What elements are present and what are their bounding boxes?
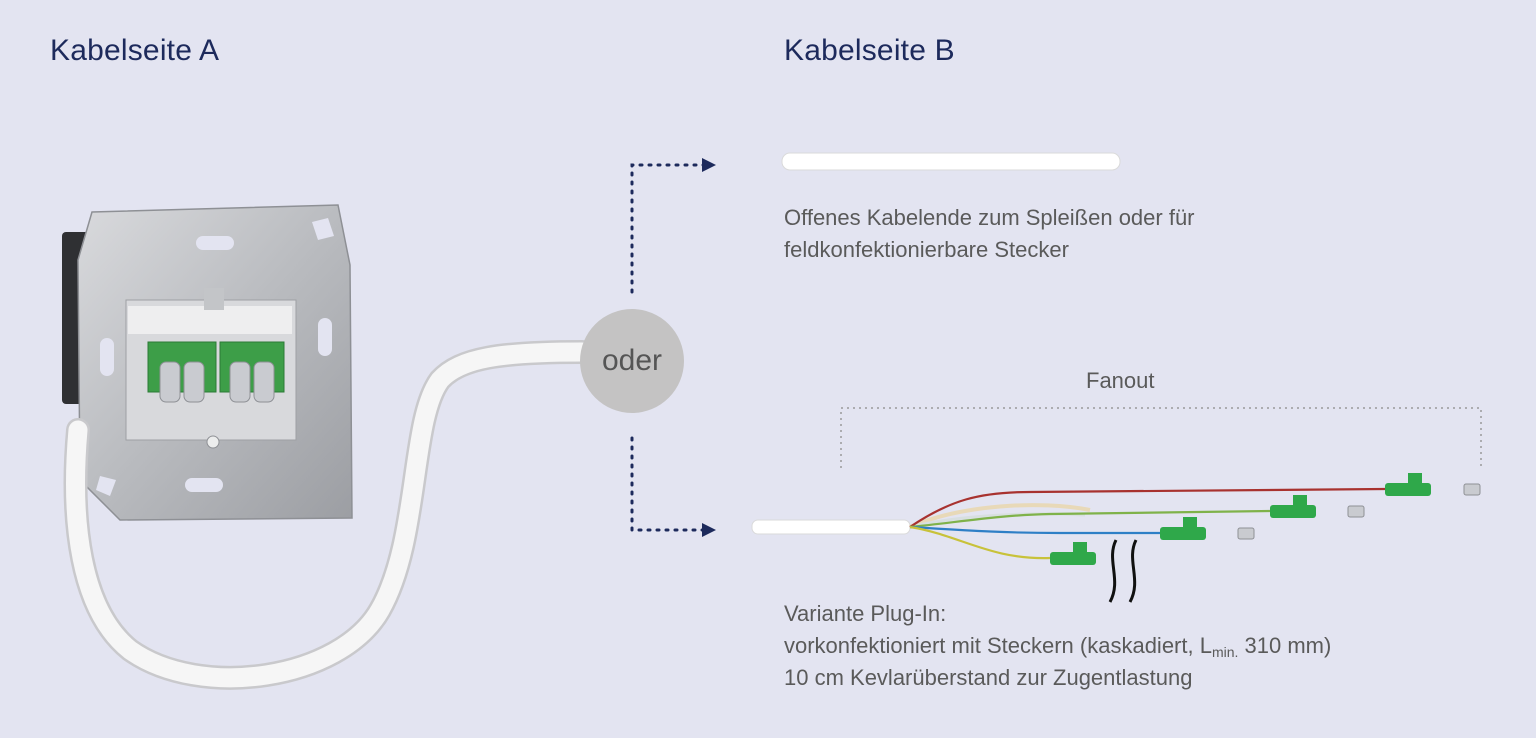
fiber-yellow xyxy=(909,525,1051,560)
arrow-top xyxy=(630,158,716,294)
fiber-green xyxy=(909,509,1271,529)
oder-circle: oder xyxy=(580,309,684,413)
plate-slot-right xyxy=(318,318,332,356)
lc-connector-3 xyxy=(1160,517,1255,540)
insert-top-bar xyxy=(128,306,292,334)
fiber-blue xyxy=(909,525,1160,535)
variant-line-2-pre: vorkonfektioniert mit Steckern (kaskadie… xyxy=(784,633,1212,658)
oder-label: oder xyxy=(601,344,663,377)
fanout-label: Fanout xyxy=(1086,368,1155,393)
variant-line-2-sub: min. xyxy=(1211,644,1239,660)
open-end-line-1: Offenes Kabelende zum Spleißen oder für xyxy=(784,205,1195,230)
plate-slot-left xyxy=(100,338,114,376)
fiber-red xyxy=(909,487,1386,528)
wall-outlet xyxy=(62,204,353,521)
lc-connector-2 xyxy=(1270,495,1365,518)
kabelseite-b-title: Kabelseite B xyxy=(784,34,955,67)
fanout-cable xyxy=(751,519,911,535)
lc-connector-4 xyxy=(1050,542,1096,565)
variant-line-1: Variante Plug-In: xyxy=(784,601,947,626)
kabelseite-a-title: Kabelseite A xyxy=(50,34,220,67)
fanout-bracket xyxy=(840,407,1482,468)
lc-coupler-right xyxy=(219,341,285,403)
break-mark xyxy=(1128,539,1138,603)
variant-caption: Variante Plug-In: vorkonfektioniert mit … xyxy=(784,598,1484,694)
open-end-caption: Offenes Kabelende zum Spleißen oder für … xyxy=(784,202,1304,266)
plate-corner-hole xyxy=(312,218,334,240)
variant-line-3: 10 cm Kevlarüberstand zur Zugentlastung xyxy=(784,665,1193,690)
variant-line-2: vorkonfektioniert mit Steckern (kaskadie… xyxy=(784,630,1484,662)
variant-line-2-post: 310 mm) xyxy=(1238,633,1332,658)
arrow-bottom xyxy=(630,436,716,537)
center-screw-post xyxy=(204,288,224,310)
open-cable-end xyxy=(781,152,1121,171)
lc-coupler-left xyxy=(147,341,217,403)
plate-corner-hole xyxy=(96,476,116,496)
break-mark xyxy=(1108,539,1118,603)
lc-connector-1 xyxy=(1385,473,1481,496)
open-end-line-2: feldkonfektionierbare Stecker xyxy=(784,237,1069,262)
plate-screw xyxy=(206,435,220,449)
cable-a xyxy=(66,342,592,688)
kevlar-strands xyxy=(909,503,1091,529)
plate-slot-top xyxy=(196,236,234,250)
plate-slot-bottom xyxy=(185,478,223,492)
